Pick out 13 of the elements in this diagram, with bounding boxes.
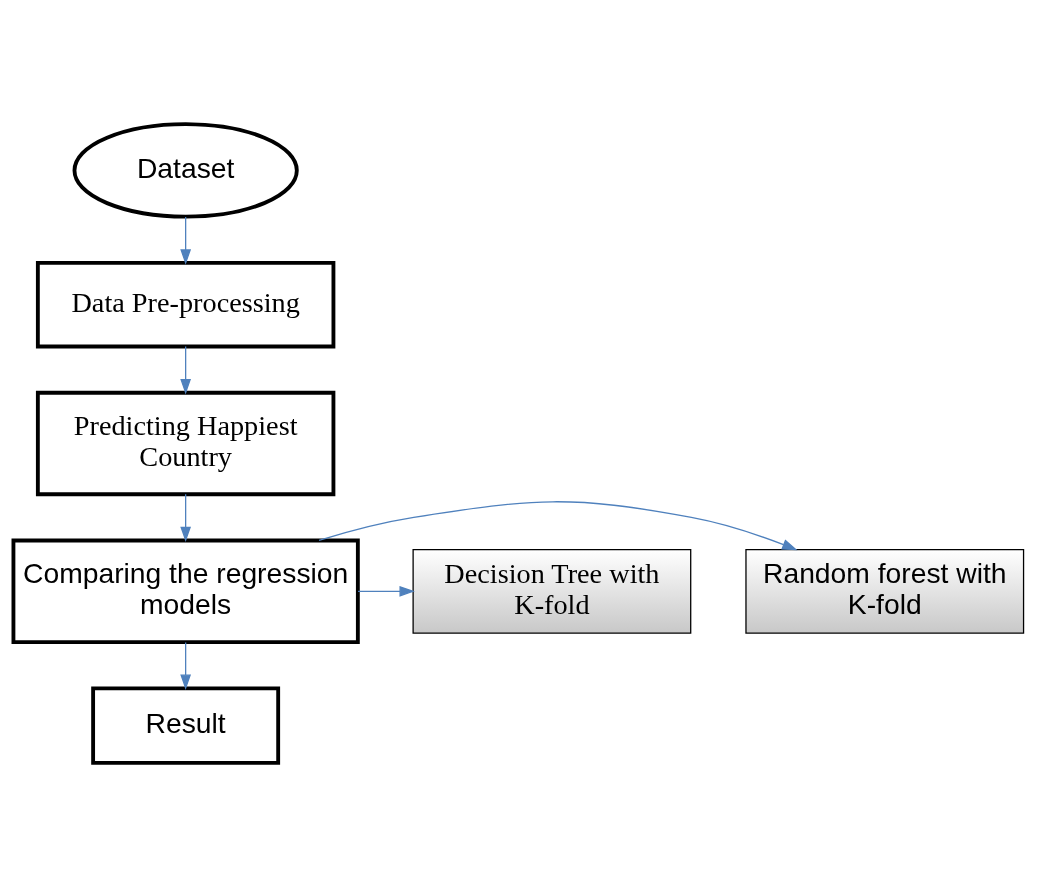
node-box: Comparing the regression models — [11, 538, 360, 644]
arrow — [180, 493, 192, 542]
arrow — [180, 345, 192, 394]
node-ellipse: Dataset — [72, 121, 299, 219]
node-box: Random forest with K-fold — [745, 548, 1025, 634]
node-box: Decision Tree with K-fold — [412, 548, 692, 634]
arrow — [180, 215, 192, 265]
node-box: Predicting Happiest Country — [35, 390, 336, 496]
node-box: Data Pre-processing — [35, 260, 336, 348]
node-box: Result — [91, 685, 281, 765]
arrow — [357, 585, 415, 597]
arrow — [318, 500, 798, 550]
arrow — [180, 641, 192, 690]
